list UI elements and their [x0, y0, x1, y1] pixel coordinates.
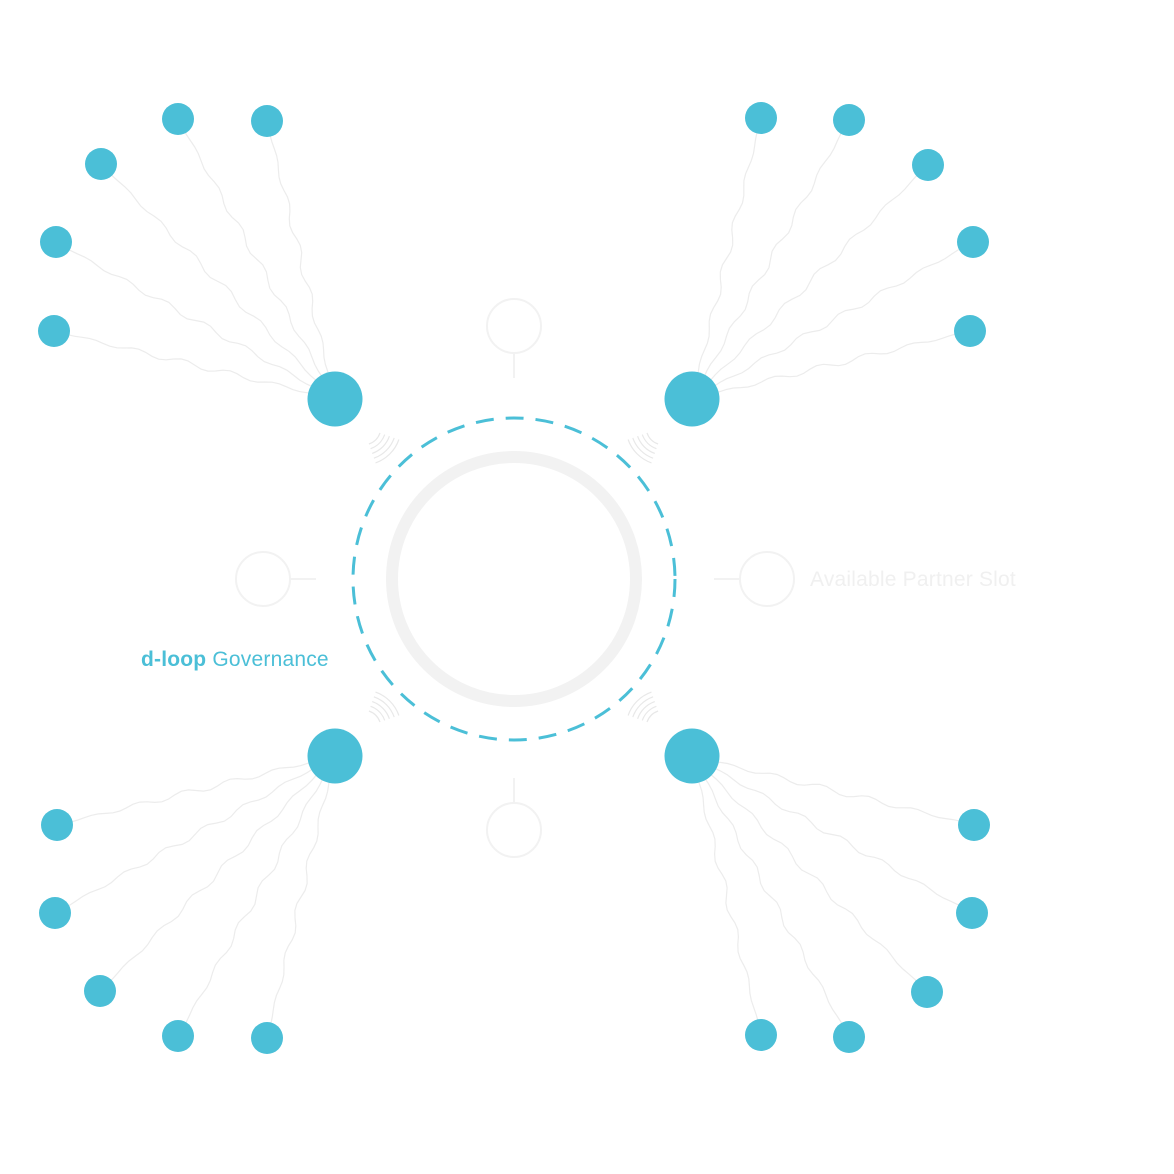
connector-line	[691, 755, 928, 993]
satellite-node	[84, 975, 116, 1007]
connector-line	[99, 755, 336, 992]
governance-label: d-loop Governance	[141, 648, 329, 671]
signal-arc	[646, 432, 659, 445]
satellite-node	[41, 809, 73, 841]
signal-arc	[370, 434, 386, 450]
signal-arc	[627, 439, 652, 464]
connector-line	[691, 755, 850, 1038]
satellite-node	[85, 148, 117, 180]
connector-lines	[53, 117, 975, 1039]
signal-arc	[641, 705, 657, 721]
partner-slot-top	[486, 298, 542, 354]
signal-arc	[373, 437, 395, 459]
network-nodes	[38, 102, 990, 1054]
signal-arc	[646, 710, 659, 723]
connector-line	[53, 330, 336, 400]
connector-line	[691, 330, 971, 400]
connector-line	[691, 755, 975, 826]
connector-line	[266, 755, 336, 1039]
hub-node-top-left	[307, 371, 363, 427]
signal-arc	[368, 432, 381, 445]
signal-arc	[637, 435, 656, 454]
core-ring	[386, 451, 642, 707]
signal-arc	[371, 701, 390, 720]
connector-line	[691, 164, 929, 400]
core-ring-group	[351, 416, 677, 742]
connector-line	[177, 118, 336, 400]
satellite-node	[956, 897, 988, 929]
satellite-node	[39, 897, 71, 929]
satellite-node	[958, 809, 990, 841]
connector-line	[266, 120, 336, 400]
satellite-node	[833, 1021, 865, 1053]
partner-slot-left	[235, 551, 291, 607]
signal-arc	[375, 691, 400, 716]
signal-arc	[627, 691, 652, 716]
signal-arc	[371, 435, 390, 454]
connector-line	[691, 117, 762, 400]
satellite-node	[745, 102, 777, 134]
satellite-node	[251, 105, 283, 137]
connector-line	[691, 755, 762, 1036]
partner-slot-right	[739, 551, 795, 607]
partner-slots	[235, 298, 795, 858]
satellite-node	[162, 103, 194, 135]
signal-arc	[368, 710, 381, 723]
signal-arc	[370, 705, 386, 721]
satellite-node	[911, 976, 943, 1008]
satellite-node	[745, 1019, 777, 1051]
connector-line	[55, 241, 336, 400]
signal-arc	[632, 696, 654, 718]
satellite-node	[251, 1022, 283, 1054]
hub-node-bottom-left	[307, 728, 363, 784]
connector-line	[691, 119, 850, 400]
satellite-node	[38, 315, 70, 347]
signal-arc	[637, 701, 656, 720]
hub-node-bottom-right	[664, 728, 720, 784]
available-slot-label: Available Partner Slot	[810, 568, 1016, 591]
governance-brand: d-loop	[141, 648, 206, 671]
connector-line	[177, 755, 336, 1037]
governance-text: Governance	[206, 648, 328, 671]
signal-arc	[641, 434, 657, 450]
satellite-node	[833, 104, 865, 136]
signal-arc	[373, 696, 395, 718]
satellite-node	[40, 226, 72, 258]
partner-slot-bottom	[486, 802, 542, 858]
connector-line	[54, 755, 336, 914]
signal-arc	[375, 439, 400, 464]
connector-line	[691, 241, 974, 400]
satellite-node	[954, 315, 986, 347]
satellite-node	[912, 149, 944, 181]
connector-line	[100, 163, 336, 400]
connector-line	[56, 755, 336, 826]
satellite-node	[957, 226, 989, 258]
governance-dashed-ring	[351, 416, 677, 742]
satellite-node	[162, 1020, 194, 1052]
connector-line	[691, 755, 973, 914]
signal-arcs	[368, 432, 659, 723]
signal-arc	[632, 437, 654, 459]
hub-node-top-right	[664, 371, 720, 427]
